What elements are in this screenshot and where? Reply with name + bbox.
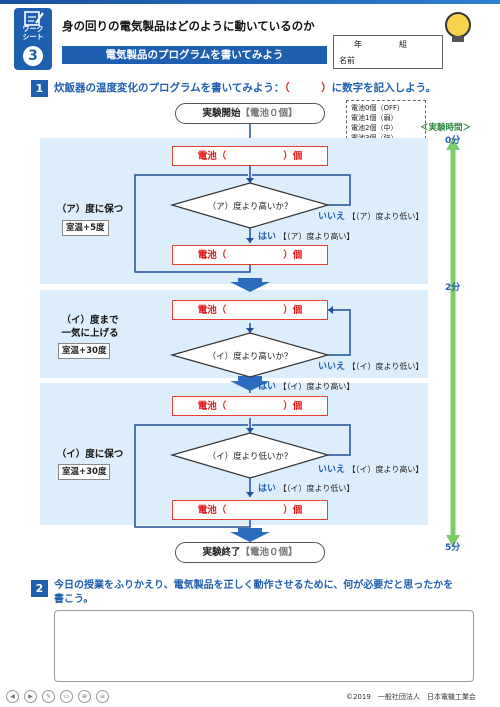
battery-input-box[interactable]: 電池（ ）個: [172, 146, 328, 166]
start-terminal: 実験開始【電池０個】: [175, 103, 325, 124]
yes-text: はい: [258, 484, 277, 494]
no-text: いいえ: [318, 465, 346, 475]
class-label: 組: [399, 40, 407, 49]
decision-diamond-2: [169, 332, 331, 378]
badge-line2: シート: [22, 33, 44, 41]
no-branch-label: いいえ 【（ア）度より低い】: [318, 209, 423, 222]
start-label: 実験開始: [202, 108, 241, 119]
yes-text: はい: [258, 232, 277, 242]
zoom-icon[interactable]: ⊕: [78, 690, 91, 703]
decision-diamond-3: [169, 432, 331, 479]
time-5: 5分: [445, 543, 461, 553]
stage-tag: 室温+30度: [58, 343, 111, 359]
menu-icon[interactable]: ≡: [96, 690, 109, 703]
badge-line1: ワーク: [22, 25, 44, 33]
section-2-number: 2: [31, 580, 48, 597]
battery-input-box[interactable]: 電池（ ）個: [172, 396, 328, 416]
header-bar: [0, 0, 500, 4]
yes-condition: 【（ア）度より高い】: [278, 232, 355, 241]
stage-label: （イ）度まで 一気に上げる: [61, 315, 119, 339]
copyright: ©2019 一般社団法人 日本電機工業会: [346, 693, 476, 701]
time-2: 2分: [445, 283, 461, 293]
instruction-paren: （ ）: [284, 82, 332, 94]
decision-label: （ア）度より高いか？: [207, 202, 293, 212]
stage-label: （ア）度に保つ: [56, 204, 124, 215]
legend-item: 電池2個（中）: [351, 124, 398, 132]
page-subtitle: 電気製品のプログラムを書いてみよう: [62, 46, 327, 64]
yes-condition: 【（イ）度より高い】: [278, 382, 355, 391]
start-sub: 【電池０個】: [240, 108, 298, 119]
yes-condition: 【（イ）度より低い】: [278, 484, 355, 493]
no-condition: 【（イ）度より低い】: [347, 362, 424, 371]
pen-icon[interactable]: ✎: [42, 690, 55, 703]
yes-branch-label: はい 【（ア）度より高い】: [258, 229, 354, 242]
no-branch-label: いいえ 【（イ）度より低い】: [318, 359, 423, 372]
forward-icon[interactable]: ▶: [24, 690, 37, 703]
answer-textarea[interactable]: [54, 610, 474, 682]
yes-text: はい: [258, 382, 277, 392]
legend-item: 電池1個（弱）: [351, 114, 398, 122]
section-2-question: 今日の授業をふりかえり、電気製品を正しく動作させるために、何が必要だと思ったかを…: [54, 580, 454, 605]
badge-number: 3: [23, 46, 43, 66]
instruction-text-a: 炊飯器の温度変化のプログラムを書いてみよう：: [54, 82, 285, 94]
section-1-number: 1: [31, 80, 48, 97]
no-condition: 【（イ）度より高い】: [347, 465, 424, 474]
back-icon[interactable]: ◀: [6, 690, 19, 703]
stage-tag: 室温+30度: [58, 464, 111, 480]
end-terminal: 実験終了【電池０個】: [175, 542, 325, 563]
end-label: 実験終了: [202, 547, 241, 558]
time-0: 0分: [445, 136, 461, 146]
instruction-text-b: に数字を記入しよう。: [331, 82, 436, 94]
eraser-icon[interactable]: ▭: [60, 690, 73, 703]
section-1-instruction: 炊飯器の温度変化のプログラムを書いてみよう：（ ）に数字を記入しよう。: [54, 80, 436, 95]
no-condition: 【（ア）度より低い】: [347, 212, 424, 221]
yes-branch-label: はい 【（イ）度より低い】: [258, 481, 354, 494]
name-label: 名前: [339, 56, 355, 65]
end-sub: 【電池０個】: [240, 547, 298, 558]
stage-label: （イ）度に保つ: [56, 449, 124, 460]
battery-input-box[interactable]: 電池（ ）個: [172, 300, 328, 320]
pencil-note-icon: [24, 11, 44, 26]
no-text: いいえ: [318, 212, 346, 222]
lightbulb-base-icon: [452, 36, 464, 42]
yes-branch-label: はい 【（イ）度より高い】: [258, 379, 354, 392]
battery-input-box[interactable]: 電池（ ）個: [172, 500, 328, 520]
decision-label: （イ）度より高いか？: [207, 352, 293, 362]
legend-item: 電池0個（OFF）: [351, 104, 405, 112]
battery-input-box[interactable]: 電池（ ）個: [172, 245, 328, 265]
name-box[interactable]: 年 組 名前: [333, 35, 443, 69]
stage-tag: 室温+5度: [62, 220, 109, 236]
decision-label: （イ）度より低いか？: [207, 452, 293, 462]
year-label: 年: [354, 40, 362, 49]
page-title: 身の回りの電気製品はどのように動いているのか: [62, 19, 315, 33]
no-text: いいえ: [318, 362, 346, 372]
decision-diamond-1: [169, 182, 331, 229]
timeline-header: ＜実験時間＞: [420, 123, 472, 133]
worksheet-badge: ワークシート 3: [14, 8, 52, 70]
no-branch-label: いいえ 【（イ）度より高い】: [318, 462, 423, 475]
